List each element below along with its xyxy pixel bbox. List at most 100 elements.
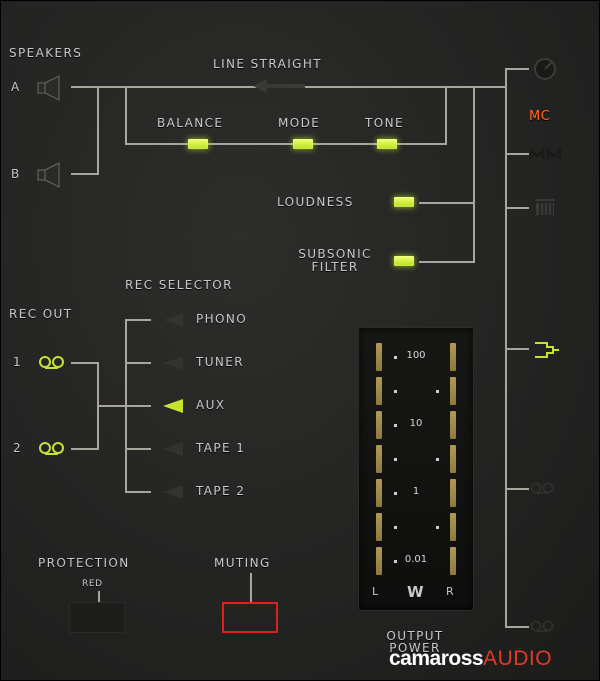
line-right-top <box>505 68 529 70</box>
meter-left-seg-2 <box>376 377 382 405</box>
meter-right-seg-7 <box>450 547 456 575</box>
speaker-a-icon[interactable] <box>35 74 65 102</box>
tape1-dim-icon[interactable] <box>529 481 557 495</box>
protection-sub-label: RED <box>82 579 103 589</box>
meter-dot-8 <box>394 526 397 529</box>
meter-dot-7 <box>394 492 397 495</box>
line-speaker-join-v <box>97 86 99 175</box>
input-connector-icon[interactable] <box>531 337 561 363</box>
rec-aux-indicator-icon[interactable] <box>161 398 187 414</box>
meter-left-seg-1 <box>376 343 382 371</box>
meter-dot-9 <box>436 526 439 529</box>
line-rec-tuner <box>125 362 151 364</box>
meter-right-seg-2 <box>450 377 456 405</box>
rec-item-phono[interactable]: PHONO <box>196 312 248 326</box>
meter-left-seg-3 <box>376 411 382 439</box>
meter-scale-001: 0.01 <box>404 554 428 565</box>
speakers-title: SPEAKERS <box>9 46 83 60</box>
mc-label[interactable]: MC <box>529 109 551 124</box>
meter-right-seg-5 <box>450 479 456 507</box>
subsonic-led[interactable] <box>394 256 414 266</box>
line-right-tape2 <box>505 626 529 628</box>
rec-tape2-indicator-icon[interactable] <box>161 484 187 500</box>
brand-logo: camarossAUDIO <box>389 647 552 671</box>
output-power-meter: 100 10 1 0.01 L W R <box>358 327 474 611</box>
mode-led[interactable] <box>293 139 313 149</box>
line-right-mm <box>505 153 529 155</box>
speaker-b-label: B <box>11 167 21 181</box>
line-protection-stub <box>98 591 100 603</box>
brand-logo-part1: camaross <box>389 647 484 670</box>
loudness-label: LOUDNESS <box>277 195 354 209</box>
tone-label: TONE <box>365 116 404 130</box>
meter-right-seg-1 <box>450 343 456 371</box>
mm-icon[interactable] <box>529 147 563 161</box>
line-speaker-b <box>71 173 99 175</box>
meter-dot-5 <box>394 458 397 461</box>
line-rec-phono <box>125 319 151 321</box>
muting-button[interactable] <box>222 602 278 633</box>
meter-dot-4 <box>394 424 397 427</box>
line-right-conn <box>505 348 529 350</box>
speaker-a-label: A <box>11 80 21 94</box>
output-power-label-line1: OUTPUT <box>386 629 444 643</box>
meter-left-seg-4 <box>376 445 382 473</box>
brand-logo-part2: AUDIO <box>483 647 553 670</box>
line-rec-aux <box>97 405 151 407</box>
meter-dot-1 <box>394 356 397 359</box>
tone-led[interactable] <box>377 139 397 149</box>
line-recout-v <box>97 362 99 450</box>
line-rec-tape1 <box>125 448 151 450</box>
rec-item-tape1[interactable]: TAPE 1 <box>196 441 246 455</box>
tape2-dim-icon[interactable] <box>529 619 557 633</box>
meter-l-label: L <box>372 585 380 598</box>
output-power-label-line2: POWER <box>389 641 441 655</box>
rec-tape1-indicator-icon[interactable] <box>161 441 187 457</box>
rec-item-tape2[interactable]: TAPE 2 <box>196 484 246 498</box>
meter-right-seg-6 <box>450 513 456 541</box>
line-straight-arrow-icon[interactable] <box>251 77 311 95</box>
meter-w-label: W <box>407 583 425 601</box>
line-ctrl-h <box>125 143 447 145</box>
line-straight-label: LINE STRAIGHT <box>213 57 322 71</box>
meter-right-seg-3 <box>450 411 456 439</box>
rec-phono-indicator-icon[interactable] <box>161 312 187 328</box>
rec-out-title: REC OUT <box>9 307 73 321</box>
tape-monitor-icon[interactable] <box>533 197 557 219</box>
speaker-b-icon[interactable] <box>35 161 65 189</box>
line-right-mid <box>505 207 529 209</box>
balance-led[interactable] <box>188 139 208 149</box>
subsonic-label-line2: FILTER <box>311 260 359 274</box>
mode-label: MODE <box>278 116 321 130</box>
rec-out-1-label: 1 <box>13 355 23 369</box>
muting-label: MUTING <box>214 556 271 570</box>
meter-r-label: R <box>446 585 456 598</box>
rec-out-1-tape-icon[interactable] <box>37 355 67 371</box>
line-recout-1 <box>71 362 99 364</box>
line-ctrl-right-v <box>445 86 447 145</box>
meter-dot-2 <box>394 390 397 393</box>
line-recout-2 <box>71 448 99 450</box>
rec-item-tuner[interactable]: TUNER <box>196 355 245 369</box>
rec-item-aux[interactable]: AUX <box>196 398 226 412</box>
line-loud-h <box>419 202 475 204</box>
meter-left-seg-5 <box>376 479 382 507</box>
line-muting-stub <box>250 573 252 603</box>
protection-indicator[interactable] <box>69 602 125 633</box>
rec-selector-title: REC SELECTOR <box>125 278 233 292</box>
line-loud-v <box>473 86 475 263</box>
meter-scale-1: 1 <box>412 486 420 497</box>
line-sub-h <box>419 261 475 263</box>
meter-dot-10 <box>394 560 397 563</box>
rec-tuner-indicator-icon[interactable] <box>161 355 187 371</box>
line-right-tape1 <box>505 488 529 490</box>
rec-out-2-tape-icon[interactable] <box>37 441 67 457</box>
meter-scale-10: 10 <box>409 418 423 429</box>
meter-left-seg-7 <box>376 547 382 575</box>
loudness-led[interactable] <box>394 197 414 207</box>
line-rec-tape2 <box>125 491 151 493</box>
meter-dot-6 <box>436 458 439 461</box>
phono-input-knob-icon[interactable] <box>531 55 559 83</box>
meter-dot-3 <box>436 390 439 393</box>
